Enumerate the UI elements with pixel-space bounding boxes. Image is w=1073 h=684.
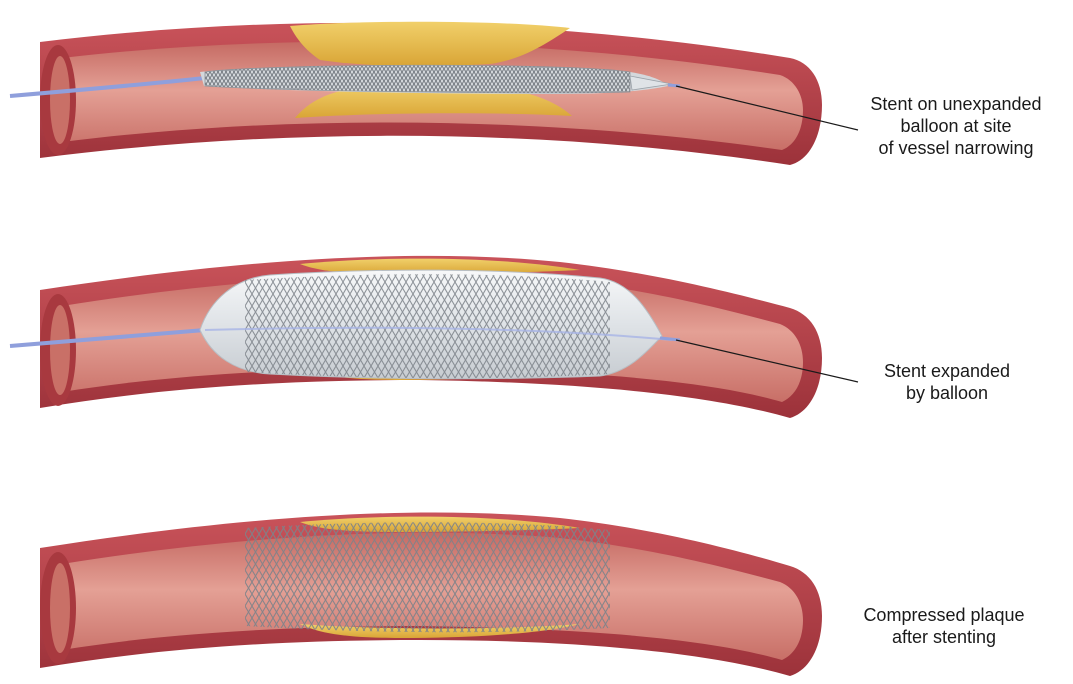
guidewire-tip bbox=[668, 85, 680, 86]
panel-after bbox=[40, 512, 822, 676]
label-line: balloon at site bbox=[856, 115, 1056, 137]
label-stent-expanded: Stent expanded by balloon bbox=[852, 360, 1042, 404]
label-line: by balloon bbox=[852, 382, 1042, 404]
label-line: after stenting bbox=[846, 626, 1042, 648]
stent-deployed bbox=[245, 522, 610, 632]
label-stent-unexpanded: Stent on unexpanded balloon at site of v… bbox=[856, 93, 1056, 159]
panel-unexpanded bbox=[10, 22, 858, 165]
label-line: Compressed plaque bbox=[846, 604, 1042, 626]
vessel-opening-inner bbox=[50, 305, 70, 395]
label-line: Stent expanded bbox=[852, 360, 1042, 382]
panel-expanded bbox=[10, 256, 858, 418]
label-after-stenting: Compressed plaque after stenting bbox=[846, 604, 1042, 648]
stent-expanded bbox=[245, 274, 610, 378]
label-line: Stent on unexpanded bbox=[856, 93, 1056, 115]
vessel-opening-inner bbox=[50, 56, 70, 144]
vessel-opening-inner bbox=[50, 563, 70, 653]
stent-crimped bbox=[205, 65, 630, 93]
label-line: of vessel narrowing bbox=[856, 137, 1056, 159]
